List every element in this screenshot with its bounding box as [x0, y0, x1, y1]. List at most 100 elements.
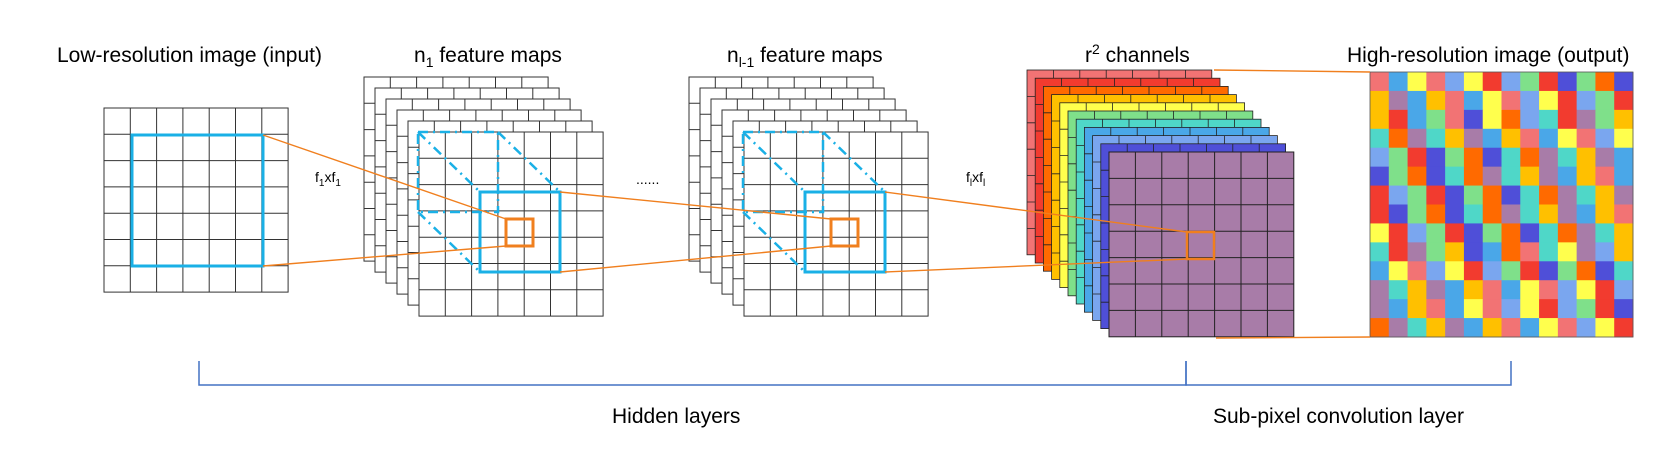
output-pixel [1407, 128, 1427, 149]
output-pixel [1482, 109, 1502, 130]
output-pixel [1426, 185, 1446, 205]
output-pixel [1501, 318, 1521, 338]
output-pixel [1445, 280, 1465, 300]
output-pixel [1557, 128, 1578, 149]
output-pixel [1482, 204, 1502, 224]
output-pixel [1482, 318, 1502, 338]
output-frame [1369, 71, 1634, 338]
output-pixel [1426, 261, 1446, 281]
output-pixel [1388, 109, 1408, 130]
output-pixel [1388, 185, 1408, 205]
output-pixel [1576, 280, 1596, 300]
output-pixel [1388, 90, 1408, 111]
output-pixel [1482, 185, 1502, 205]
output-pixel [1576, 318, 1596, 338]
channel-11 [1108, 151, 1295, 338]
output-pixel [1407, 223, 1427, 243]
output-pixel [1520, 299, 1540, 319]
input-image-grid [103, 107, 289, 293]
output-pixel [1539, 72, 1559, 92]
output-pixel [1520, 90, 1540, 111]
output-pixel [1388, 72, 1408, 92]
f1-kernel-label: f1xf1 [315, 169, 341, 189]
output-pixel [1370, 223, 1390, 243]
output-pixel [1426, 90, 1446, 111]
output-pixel [1539, 185, 1559, 205]
output-pixel [1445, 185, 1465, 205]
connector-line [884, 191, 1188, 233]
output-pixel [1614, 261, 1634, 281]
output-pixel [1501, 90, 1521, 111]
output-pixel [1614, 299, 1634, 319]
output-pixel [1539, 299, 1559, 319]
output-pixel [1501, 261, 1521, 281]
output-pixel [1614, 204, 1634, 224]
output-pixel [1595, 72, 1615, 92]
output-pixel [1463, 72, 1484, 92]
output-pixel [1539, 261, 1559, 281]
output-pixel [1426, 299, 1446, 319]
output-pixel [1482, 166, 1502, 186]
output-pixel [1501, 242, 1521, 262]
output-pixel [1388, 128, 1408, 149]
output-pixel [1595, 109, 1615, 130]
n1-kernel-back [416, 130, 500, 214]
n1-kernel-front [478, 190, 562, 274]
output-pixel [1445, 72, 1465, 92]
output-pixel [1614, 318, 1634, 338]
n1-feature-maps-title: n1 feature maps [414, 44, 562, 70]
n1-kernel-edge [497, 131, 561, 193]
output-pixel [1482, 72, 1502, 92]
output-pixel [1576, 128, 1596, 149]
subpixel-layer-label: Sub-pixel convolution layer [1213, 405, 1464, 428]
output-pixel [1388, 166, 1408, 186]
connector-line [559, 245, 832, 273]
hidden-layers-brace [198, 361, 1187, 386]
output-pixel [1557, 280, 1578, 300]
output-pixel [1501, 128, 1521, 149]
output-pixel [1445, 261, 1465, 281]
output-pixel [1445, 299, 1465, 319]
output-pixel [1595, 242, 1615, 262]
output-pixel [1557, 242, 1578, 262]
output-pixel [1370, 128, 1390, 149]
output-pixel [1445, 204, 1465, 224]
output-pixel [1520, 242, 1540, 262]
output-pixel [1463, 223, 1484, 243]
output-pixel [1501, 147, 1521, 168]
output-pixel [1501, 109, 1521, 130]
output-pixel [1520, 318, 1540, 338]
output-pixel [1595, 147, 1615, 168]
channel-pixel [1185, 230, 1216, 261]
output-pixel [1614, 90, 1634, 111]
output-pixel [1426, 204, 1446, 224]
output-pixel [1557, 261, 1578, 281]
connector-line [1213, 69, 1371, 73]
output-pixel [1482, 261, 1502, 281]
output-pixel [1445, 109, 1465, 130]
output-pixel [1614, 147, 1634, 168]
output-title: High-resolution image (output) [1347, 44, 1629, 67]
output-pixel [1445, 242, 1465, 262]
output-pixel [1370, 72, 1390, 92]
output-pixel [1576, 261, 1596, 281]
output-pixel [1445, 223, 1465, 243]
output-pixel [1407, 109, 1427, 130]
output-pixel [1445, 128, 1465, 149]
output-pixel [1463, 166, 1484, 186]
output-pixel [1445, 318, 1465, 338]
output-pixel [1370, 204, 1390, 224]
connector-lines [262, 69, 1371, 339]
output-pixel [1595, 204, 1615, 224]
output-pixel [1595, 280, 1615, 300]
output-pixel [1557, 90, 1578, 111]
connector-line [262, 245, 507, 267]
output-pixel [1426, 318, 1446, 338]
output-pixel [1539, 147, 1559, 168]
output-pixel [1595, 128, 1615, 149]
output-pixel [1407, 242, 1427, 262]
output-pixel [1482, 299, 1502, 319]
output-pixel [1557, 299, 1578, 319]
output-pixel [1482, 128, 1502, 149]
output-pixel [1388, 242, 1408, 262]
